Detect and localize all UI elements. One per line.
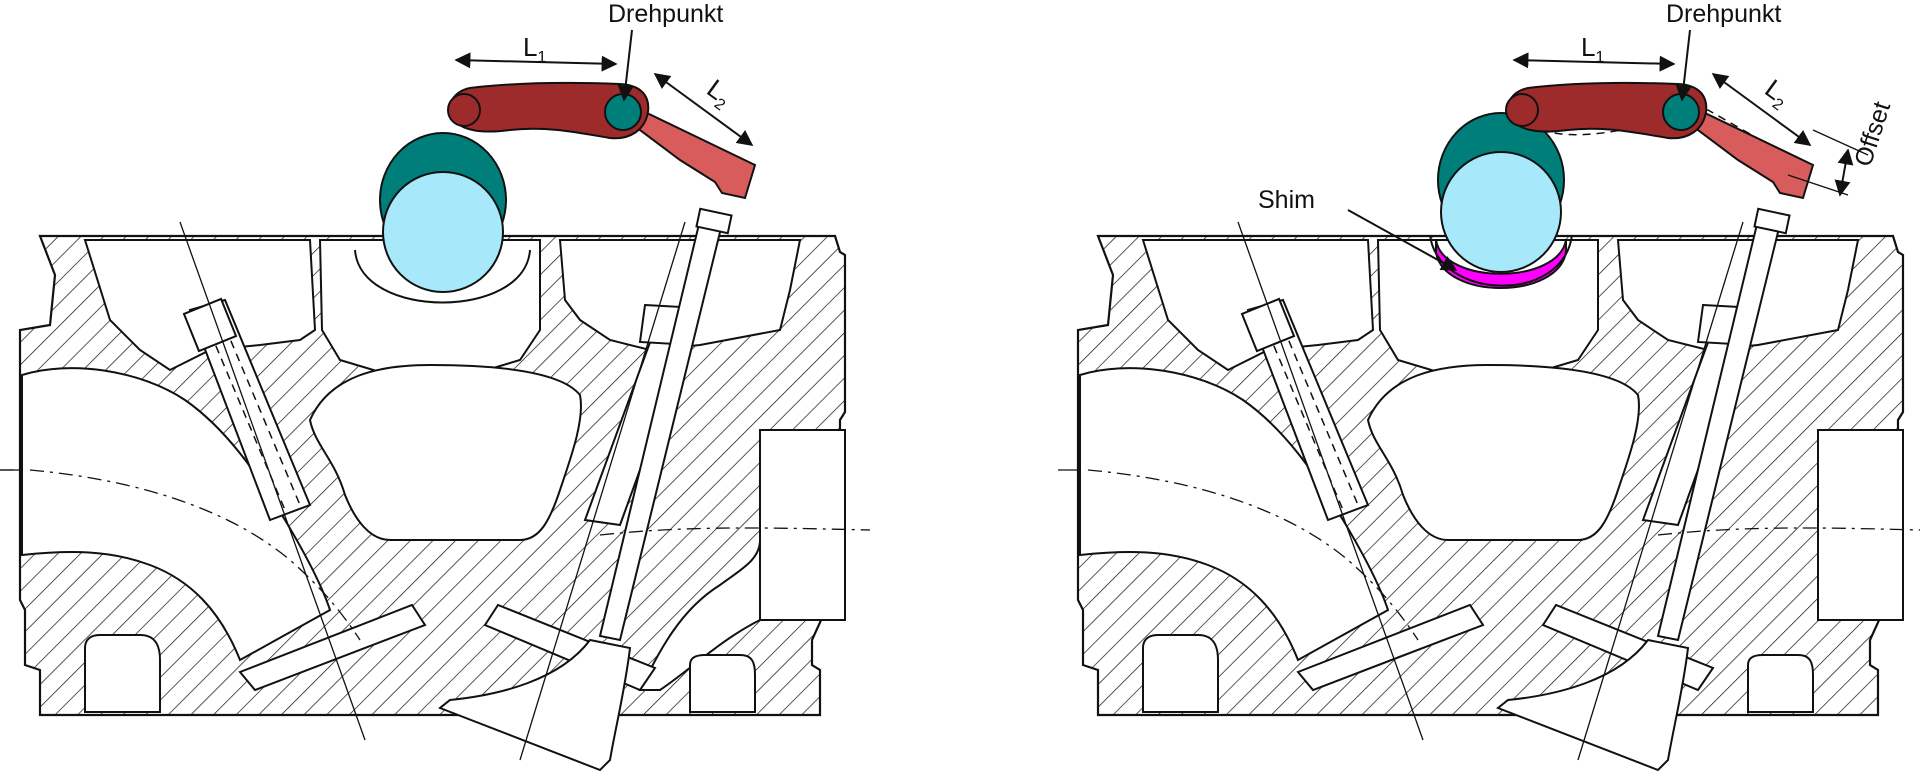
l1-label: L1 xyxy=(523,32,546,66)
l1-label-right: L1 xyxy=(1581,32,1604,66)
cylinder-head-section-right xyxy=(1058,207,1920,772)
pivot-pointer-arrow xyxy=(617,29,634,102)
spark-plug-axis-line xyxy=(179,221,366,741)
camshaft-lobe xyxy=(354,132,531,304)
l2-label: L2 xyxy=(699,73,738,114)
pivot-label: Drehpunkt xyxy=(608,0,723,28)
shim-pointer-arrow xyxy=(1347,209,1458,271)
shim xyxy=(1429,234,1573,289)
pivot-pointer-arrow-right xyxy=(1675,29,1692,102)
l1-dimension-arrow xyxy=(454,52,618,72)
right-panel: L1 L2 Drehpunkt Offset Shim xyxy=(1058,0,1920,772)
pivot-point xyxy=(604,93,642,131)
shim-label: Shim xyxy=(1258,186,1315,214)
pivot-point-right xyxy=(1662,93,1700,131)
valve-axis-line xyxy=(519,221,686,761)
cylinder-head-section xyxy=(0,207,871,772)
l2-dimension-arrow xyxy=(653,73,754,146)
offset-dimension-arrow xyxy=(1834,148,1854,197)
offset-label: Offset xyxy=(1849,98,1896,170)
l2-label-right: L2 xyxy=(1757,73,1796,114)
l1-dimension-arrow-right xyxy=(1512,52,1676,72)
l2-dimension-arrow-right xyxy=(1711,73,1812,146)
left-panel: L1 L2 Drehpunkt xyxy=(0,0,871,772)
camshaft-lobe-right xyxy=(1437,112,1565,273)
pivot-label-right: Drehpunkt xyxy=(1666,0,1781,28)
